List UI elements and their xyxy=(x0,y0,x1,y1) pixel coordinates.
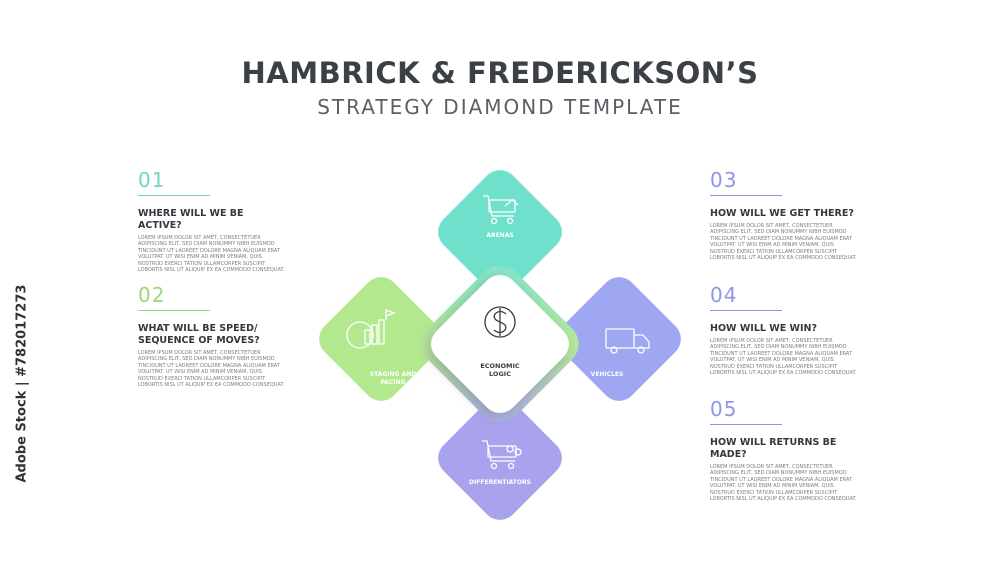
item-03: 03 HOW WILL WE GET THERE? Lorem ipsum do… xyxy=(710,168,860,261)
item-divider xyxy=(138,195,210,196)
item-question: WHERE WILL WE BE ACTIVE? xyxy=(138,208,244,231)
item-04: 04 HOW WILL WE WIN? Lorem ipsum dolor si… xyxy=(710,283,860,376)
vehicles-petal xyxy=(557,277,681,401)
cart-people-icon xyxy=(482,440,522,470)
item-divider xyxy=(710,424,782,425)
chart-icon xyxy=(346,309,396,349)
item-number: 03 xyxy=(710,168,738,192)
staging-petal xyxy=(319,277,443,401)
item-number: 05 xyxy=(710,397,738,421)
page-subtitle: STRATEGY DIAMOND TEMPLATE xyxy=(317,95,683,119)
item-body: Lorem ipsum dolor sit amet, consectetuer… xyxy=(710,464,857,503)
differentiators-label: DIFFERENTIATORS xyxy=(469,479,531,486)
stock-watermark: Adobe Stock | #782017273 xyxy=(14,284,30,483)
item-02: 02 WHAT WILL BE SPEED/ SEQUENCE OF MOVES… xyxy=(138,283,288,388)
item-body: Lorem ipsum dolor sit amet, consectetuer… xyxy=(710,338,857,377)
page-title: HAMBRICK & FREDERICKSON’S xyxy=(241,56,759,90)
item-05: 05 HOW WILL RETURNS BE MADE? Lorem ipsum… xyxy=(710,397,860,502)
arenas-label: ARENAS xyxy=(486,232,513,239)
item-divider xyxy=(138,310,210,311)
item-body: Lorem ipsum dolor sit amet, consectetuer… xyxy=(710,223,857,262)
item-number: 04 xyxy=(710,283,738,307)
item-question: HOW WILL WE WIN? xyxy=(710,323,817,334)
vehicles-label: VEHICLES xyxy=(591,371,624,378)
item-divider xyxy=(710,195,782,196)
center-diamond xyxy=(431,275,569,413)
item-01: 01 WHERE WILL WE BE ACTIVE? Lorem ipsum … xyxy=(138,168,288,273)
truck-icon xyxy=(605,328,650,354)
differentiators-petal xyxy=(438,396,562,520)
item-number: 01 xyxy=(138,168,166,192)
item-question: HOW WILL WE GET THERE? xyxy=(710,208,854,219)
item-number: 02 xyxy=(138,283,166,307)
item-divider xyxy=(710,310,782,311)
cart-icon xyxy=(483,195,519,225)
item-question: HOW WILL RETURNS BE MADE? xyxy=(710,437,837,460)
item-question: WHAT WILL BE SPEED/ SEQUENCE OF MOVES? xyxy=(138,323,260,346)
dollar-icon xyxy=(484,306,516,338)
arenas-petal xyxy=(438,170,562,294)
item-body: Lorem ipsum dolor sit amet, consectetuer… xyxy=(138,350,285,389)
item-body: Lorem ipsum dolor sit amet, consectetuer… xyxy=(138,235,285,274)
